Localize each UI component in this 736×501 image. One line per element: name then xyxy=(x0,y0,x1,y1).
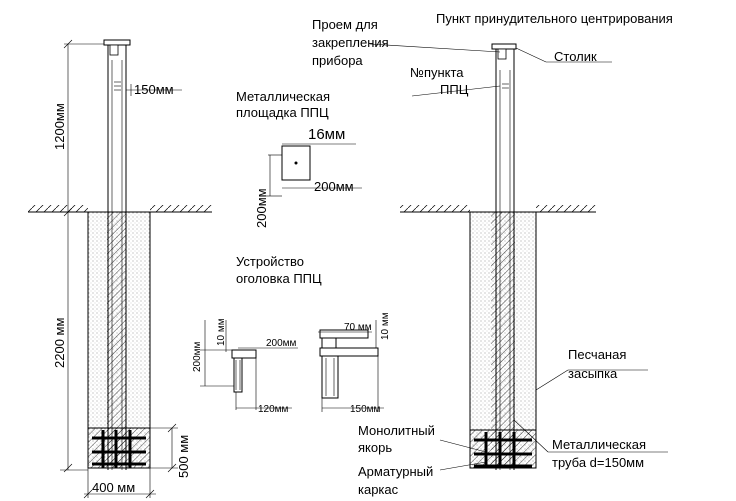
plate-height-label: 200мм xyxy=(254,188,269,228)
anchor-label-2: якорь xyxy=(358,440,392,455)
head-a-height-label: 200мм xyxy=(192,341,203,372)
opening-label-1: Проем для xyxy=(312,17,378,32)
head-a-width-label: 200мм xyxy=(266,338,297,349)
head-b-depth-label: 150мм xyxy=(350,404,381,415)
right-anchor-block xyxy=(469,429,537,469)
metal-plate-detail: Металлическая площадка ППЦ 16мм 200мм 20… xyxy=(236,89,362,228)
plate-thickness-label: 16мм xyxy=(308,126,345,143)
plate-width-label: 200мм xyxy=(314,179,354,194)
head-a-depth-label: 120мм xyxy=(258,404,289,415)
base-height-label: 500 мм xyxy=(176,435,191,478)
base-width-label: 400 мм xyxy=(92,480,135,495)
left-anchor-block xyxy=(87,427,151,469)
head-a-thickness-label: 10 мм xyxy=(216,318,227,346)
pipe-width-label: 150мм xyxy=(134,82,174,97)
left-assembly: 150мм 1200мм 2200 мм 500 мм 400 мм xyxy=(28,39,212,499)
plate-title-1: Металлическая xyxy=(236,89,330,104)
plate-title-2: площадка ППЦ xyxy=(236,105,329,120)
opening-label-2: закрепления xyxy=(312,35,389,50)
anchor-label-1: Монолитный xyxy=(358,423,435,438)
head-b-thickness-label: 10 мм xyxy=(380,312,391,340)
forced-centering-title: Пункт принудительного центрирования xyxy=(436,11,673,26)
head-title-2: оголовка ППЦ xyxy=(236,271,322,286)
table-label: Столик xyxy=(554,49,597,64)
pipe-label-2: труба d=150мм xyxy=(552,455,644,470)
head-title-1: Устройство xyxy=(236,254,304,269)
pipe-label-1: Металлическая xyxy=(552,437,646,452)
opening-label-3: прибора xyxy=(312,53,363,68)
frame-label-2: каркас xyxy=(358,482,399,497)
point-number-label-2: ППЦ xyxy=(440,82,469,97)
sand-label-1: Песчаная xyxy=(568,347,626,362)
point-number-label-1: №пункта xyxy=(410,65,464,80)
ground-depth-label: 2200 мм xyxy=(52,318,67,368)
sand-label-2: засыпка xyxy=(568,366,618,381)
head-b-width-label: 70 мм xyxy=(344,322,372,333)
frame-label-1: Арматурный xyxy=(358,464,433,479)
head-device-detail: Устройство оголовка ППЦ 200мм 10 мм 200м… xyxy=(192,254,391,415)
right-assembly xyxy=(369,43,668,471)
above-ground-height-label: 1200мм xyxy=(52,103,67,150)
